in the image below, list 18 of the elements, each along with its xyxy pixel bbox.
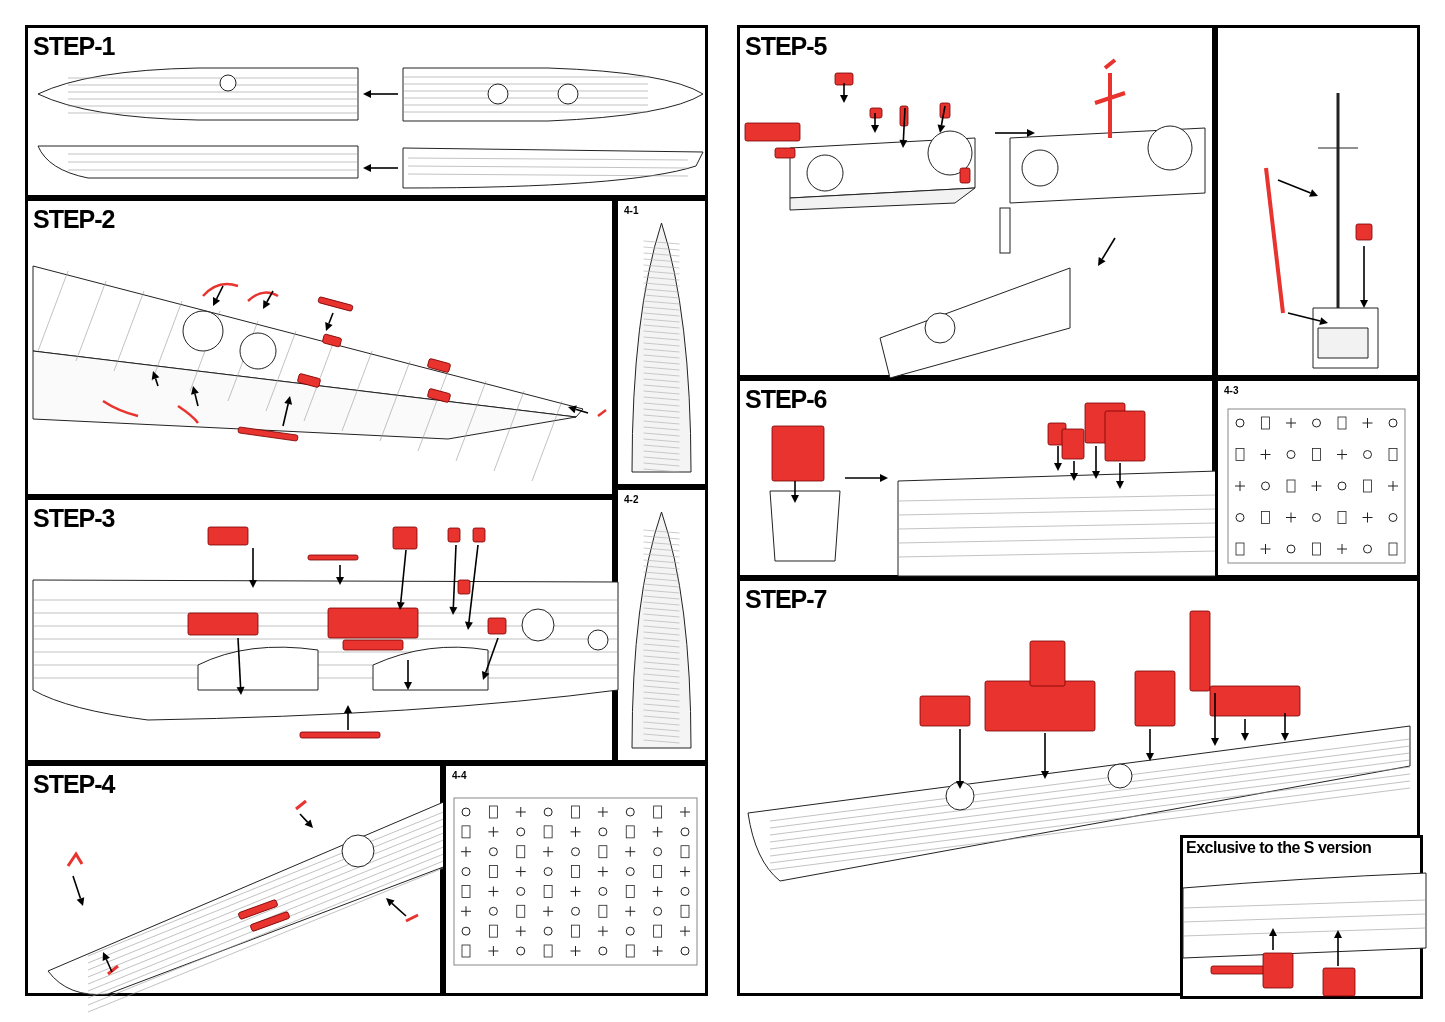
step-panel xyxy=(615,487,708,763)
sheet-label: 4-1 xyxy=(624,205,639,216)
step-panel xyxy=(443,763,708,996)
step-heading: STEP-5 xyxy=(745,31,827,61)
panel xyxy=(1215,25,1420,378)
sheet-label: 4-4 xyxy=(452,770,467,781)
step-heading: STEP-2 xyxy=(33,204,115,234)
step-panel xyxy=(1215,378,1420,578)
step-heading: STEP-7 xyxy=(745,584,827,614)
step-panel xyxy=(25,25,708,198)
sheet-label: 4-3 xyxy=(1224,385,1239,396)
step-heading: STEP-3 xyxy=(33,503,115,533)
step-heading: STEP-1 xyxy=(33,31,115,61)
sheet-label: 4-2 xyxy=(624,494,639,505)
step-panel xyxy=(25,198,615,497)
step-panel xyxy=(615,198,708,487)
step-heading: STEP-4 xyxy=(33,769,115,799)
step-heading: STEP-6 xyxy=(745,384,827,414)
